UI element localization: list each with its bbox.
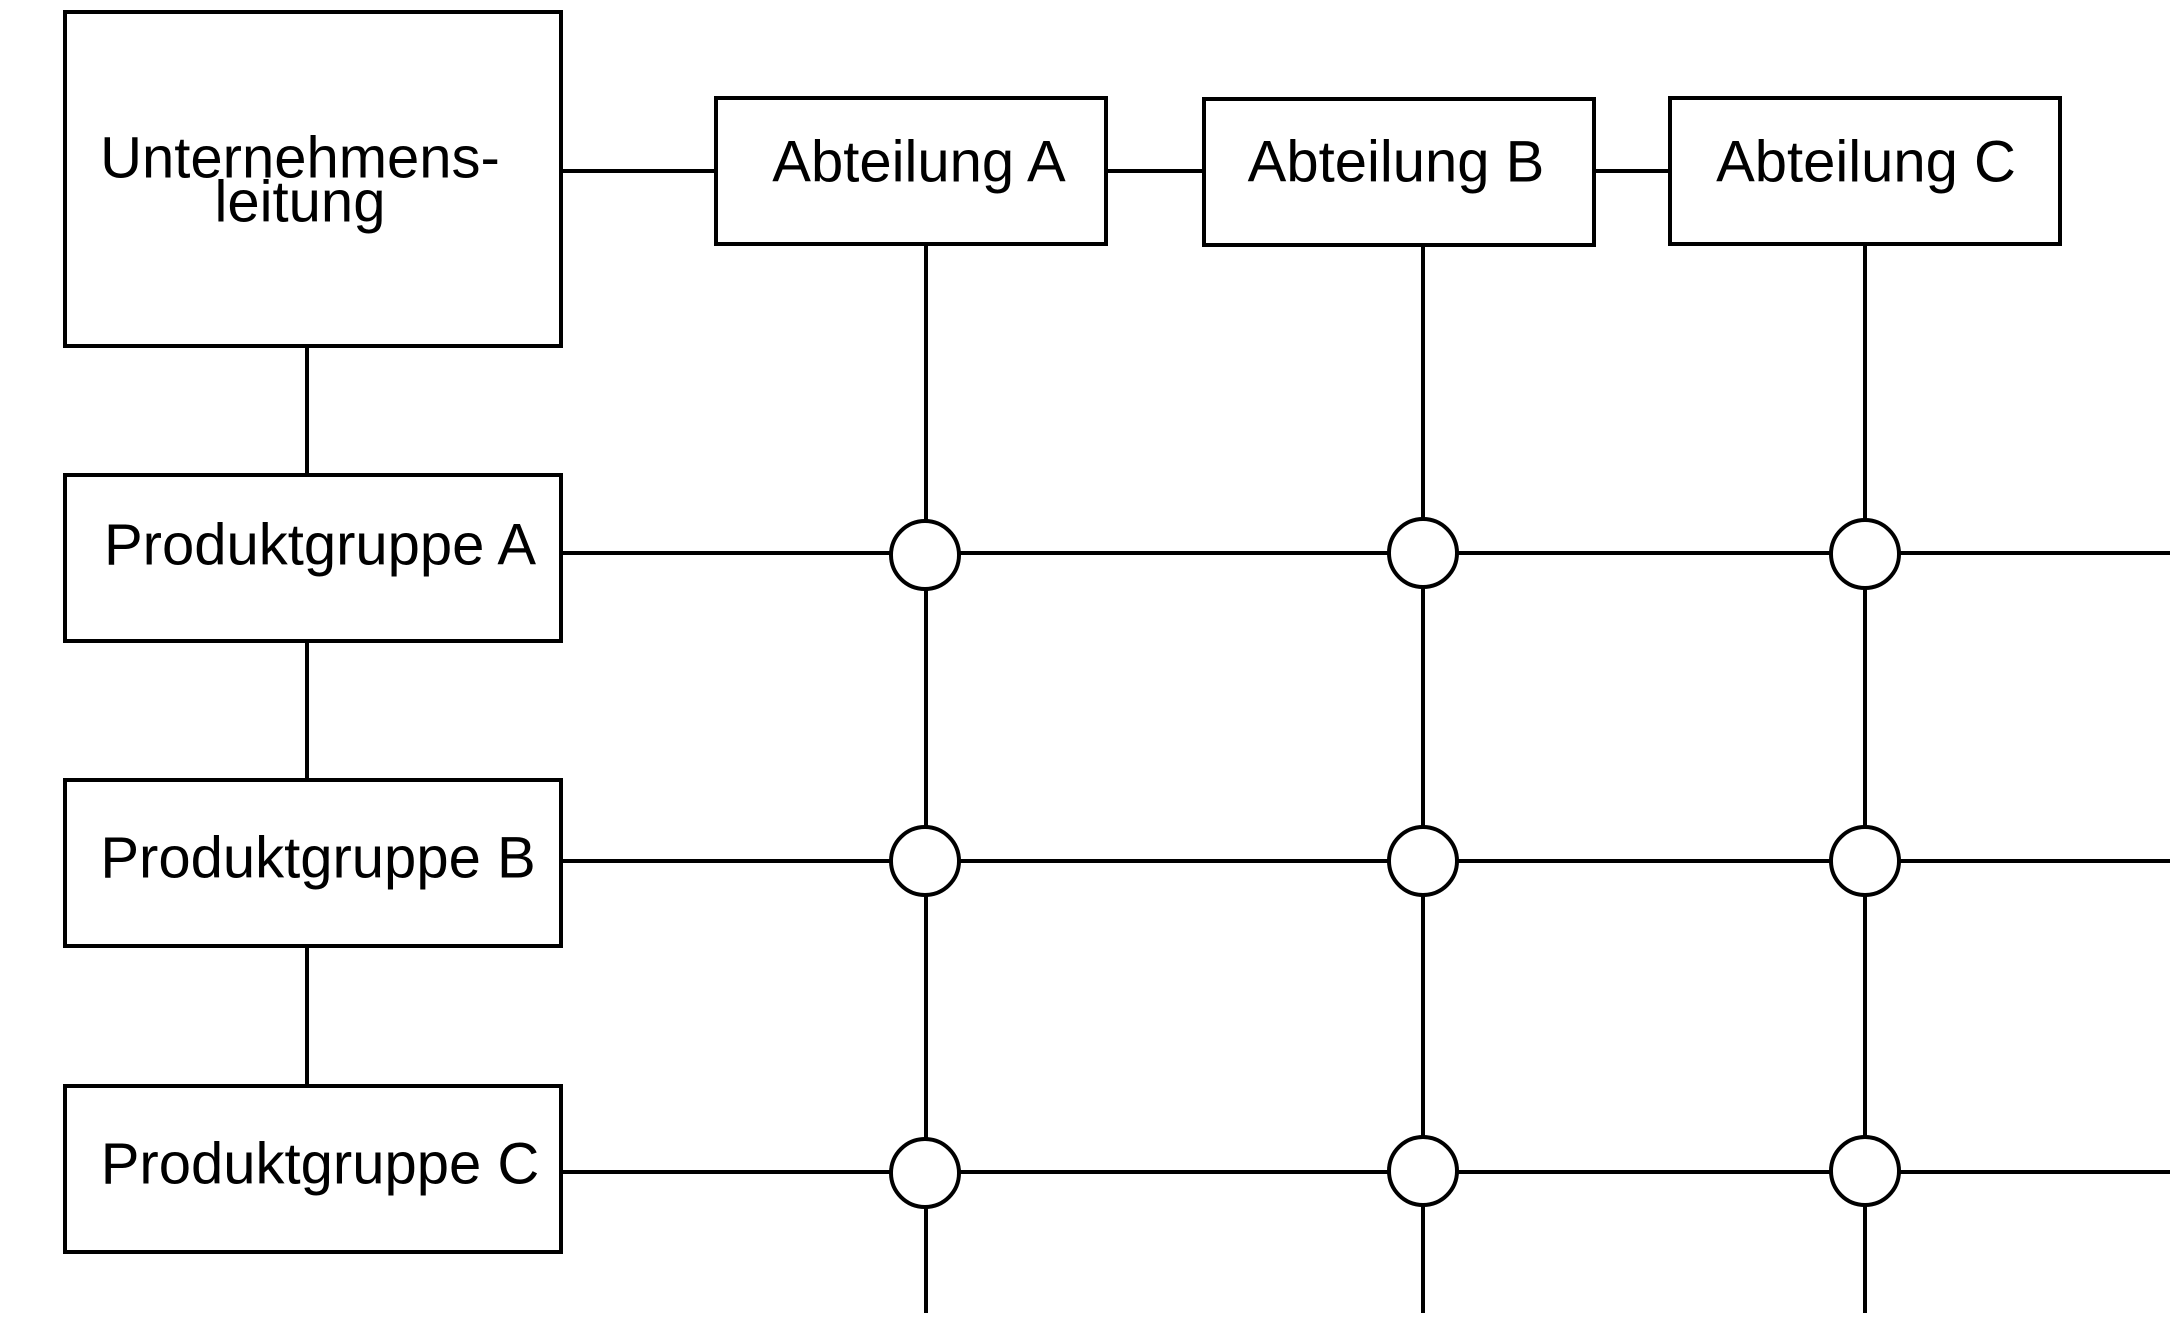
intersection-node-c-c xyxy=(1829,1135,1901,1207)
intersection-node-c-b xyxy=(1387,1135,1459,1207)
product-group-label: Produktgruppe A xyxy=(104,512,536,577)
product-group-label: Produktgruppe B xyxy=(100,825,535,890)
intersection-node-a-c xyxy=(1829,518,1901,590)
intersection-node-b-c xyxy=(1829,825,1901,897)
department-label: Abteilung A xyxy=(772,129,1066,194)
product-group-box-a: Produktgruppe A xyxy=(63,473,563,643)
management-label-line1: Unternehmens- xyxy=(100,125,500,190)
department-box-c: Abteilung C xyxy=(1668,96,2062,246)
intersection-node-b-b xyxy=(1387,825,1459,897)
department-label: Abteilung B xyxy=(1248,129,1545,194)
management-label-line2: leitung xyxy=(215,169,386,234)
product-group-label: Produktgruppe C xyxy=(101,1131,539,1196)
intersection-node-a-a xyxy=(889,519,961,591)
department-box-a: Abteilung A xyxy=(714,96,1108,246)
product-group-box-b: Produktgruppe B xyxy=(63,778,563,948)
intersection-node-c-a xyxy=(889,1137,961,1209)
management-box: Unternehmens- leitung xyxy=(63,10,563,348)
product-group-box-c: Produktgruppe C xyxy=(63,1084,563,1254)
department-label: Abteilung C xyxy=(1716,129,2016,194)
department-box-b: Abteilung B xyxy=(1202,97,1596,247)
intersection-node-a-b xyxy=(1387,517,1459,589)
intersection-node-b-a xyxy=(889,825,961,897)
